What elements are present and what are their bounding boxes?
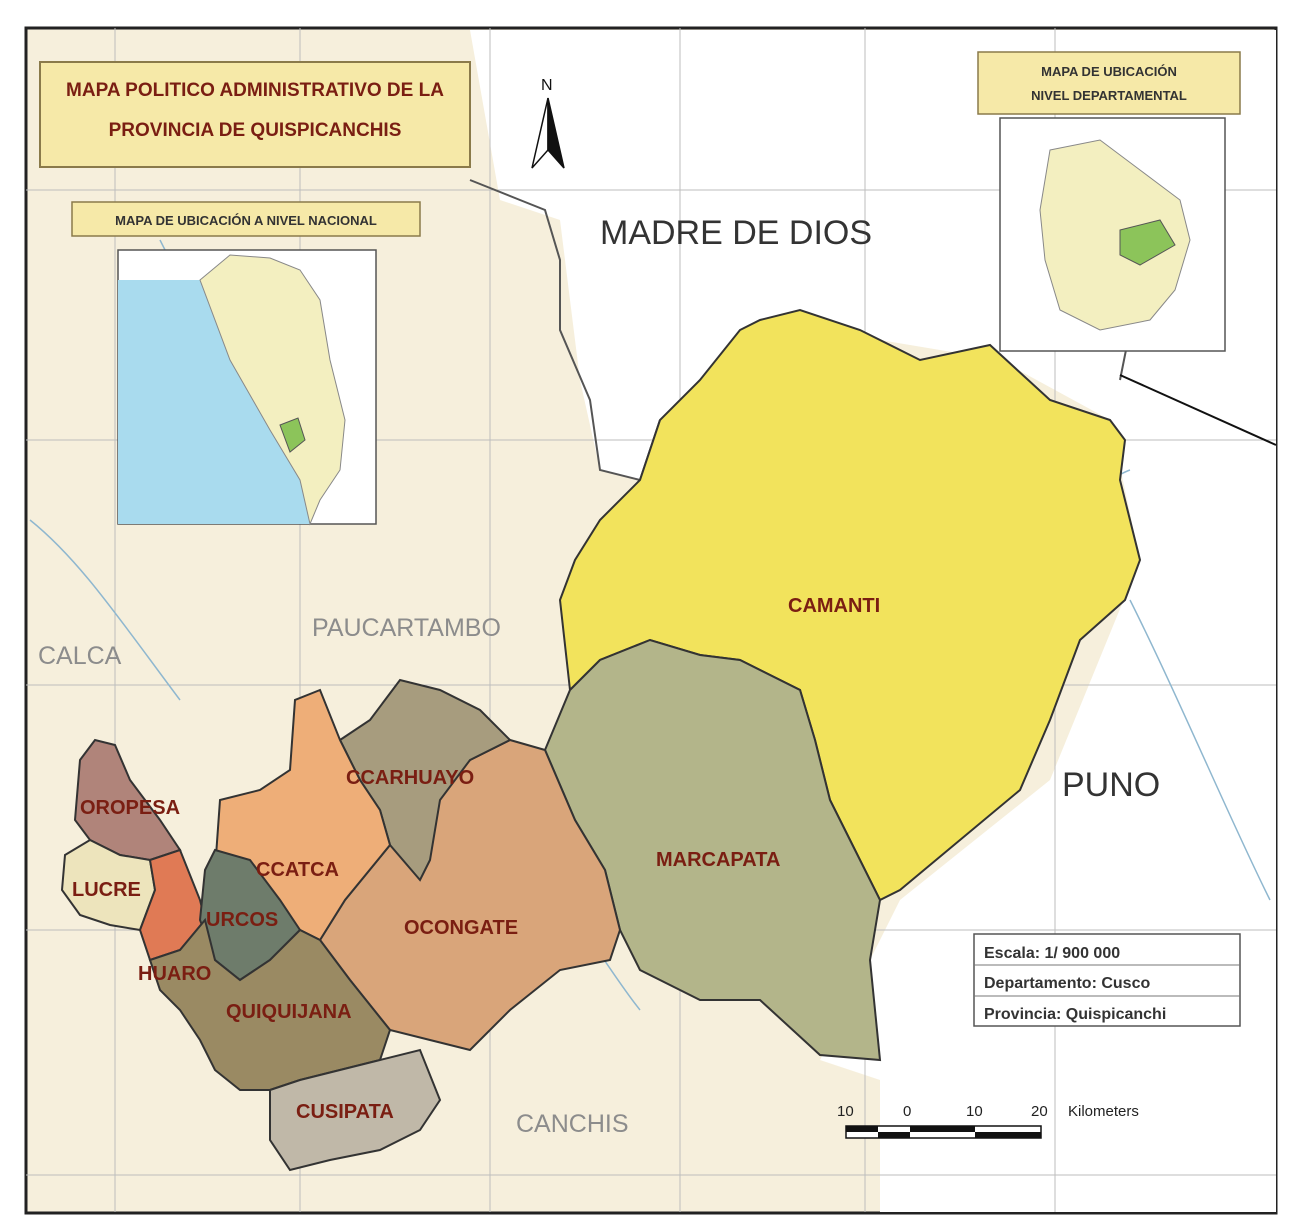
north-arrow: N [531,77,565,169]
label-canchis: CANCHIS [516,1110,629,1138]
district-quiquijana [148,917,392,1091]
label-quiquijana: QUIQUIJANA [226,1001,352,1023]
scale-tick-2: 0 [903,1103,911,1120]
label-ocongate: OCONGATE [404,917,518,939]
inset-departmental: MAPA DE UBICACIÓN NIVEL DEPARTAMENTAL [977,51,1241,352]
label-ccarhuayo: CCARHUAYO [346,767,474,789]
inset-national-title: MAPA DE UBICACIÓN A NIVEL NACIONAL [115,213,377,228]
label-madre-de-dios: MADRE DE DIOS [600,214,872,252]
title-line-2: PROVINCIA DE QUISPICANCHIS [109,120,402,141]
inset-departmental-highlight [1119,219,1176,266]
label-cusipata: CUSIPATA [296,1101,394,1123]
scale-bar: 10 0 10 20 Kilometers [837,1103,1139,1139]
north-arrow-label: N [541,77,553,94]
inset-national-peru [199,254,346,526]
label-calca: CALCA [38,642,122,670]
label-oropesa: OROPESA [80,797,180,819]
inset-departmental-cusco [1039,139,1191,331]
scale-tick-1: 10 [837,1103,854,1120]
label-camanti: CAMANTI [788,595,880,617]
title-line-1: MAPA POLITICO ADMINISTRATIVO DE LA [66,80,444,101]
label-urcos: URCOS [206,909,278,931]
inset-national-ocean [118,280,310,524]
info-province: Provincia: Quispicanchi [984,1006,1166,1023]
scale-tick-3: 10 [966,1103,983,1120]
district-cusipata [269,1048,442,1172]
inset-departmental-title-2: NIVEL DEPARTAMENTAL [1031,88,1187,103]
label-puno: PUNO [1062,766,1160,804]
label-marcapata: MARCAPATA [656,849,780,871]
label-huaro: HUARO [138,963,211,985]
scale-tick-4: 20 [1031,1103,1048,1120]
inset-national: MAPA DE UBICACIÓN A NIVEL NACIONAL [71,201,421,526]
districts [60,308,1142,1172]
info-department: Departamento: Cusco [984,975,1150,992]
scale-unit: Kilometers [1068,1103,1139,1120]
label-paucartambo: PAUCARTAMBO [312,614,501,642]
inset-departmental-title-1: MAPA DE UBICACIÓN [1041,64,1177,79]
info-scale: Escala: 1/ 900 000 [984,945,1120,962]
label-lucre: LUCRE [72,879,141,901]
label-ccatca: CCATCA [256,859,339,881]
title-box [39,61,471,168]
info-box: Escala: 1/ 900 000 Departamento: Cusco P… [973,933,1241,1027]
inset-national-highlight [279,417,306,453]
